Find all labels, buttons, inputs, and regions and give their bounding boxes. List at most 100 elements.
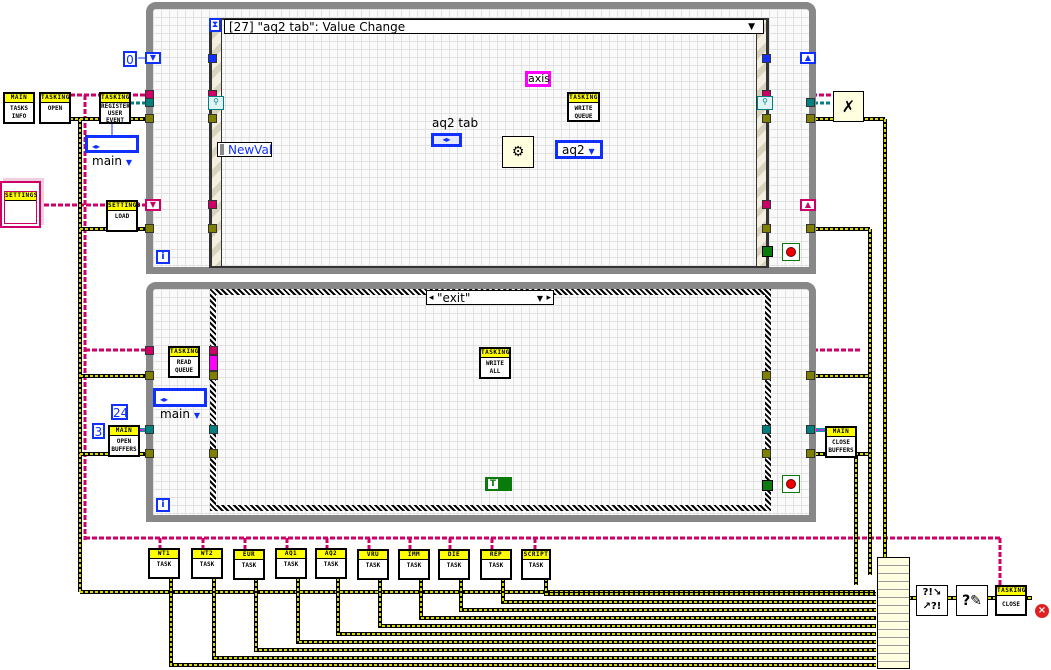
case-structure[interactable] [210,289,771,511]
variant-tunnel-icon [209,355,218,371]
subvi-body: WRITE ALL [485,360,505,375]
write-all-subvi[interactable]: TASKING WRITE ALL [479,347,511,379]
subvi-header: SCRIPT [523,551,549,560]
shift-register-left-icon: ▼ [145,52,161,64]
subvi-header: SETTINGS [108,202,141,211]
tunnel [762,54,771,63]
tunnel [145,224,154,233]
write-queue-subvi[interactable]: TASKING WRITE QUEUE [567,92,600,122]
aq2-tab-control[interactable]: ◂▸ [431,133,462,147]
tunnel [208,114,217,123]
node-handle [220,144,224,155]
axis-constant[interactable]: axis [525,71,551,87]
open-buffers-subvi[interactable]: MAIN OPEN BUFFERS [108,425,140,457]
tasking-open-subvi[interactable]: TASKING OPEN [39,92,71,124]
chevron-down-icon[interactable]: ▼ [748,22,755,32]
buffers-constant-24[interactable]: 24 [111,404,129,420]
buffers-constant-3[interactable]: 3 [92,423,105,439]
main-enum-value: main [92,154,122,168]
subvi-body: TASK [488,562,504,569]
true-boolean-constant[interactable]: T [485,477,512,491]
subvi-body: READ QUEUE [174,359,194,374]
event-selector[interactable]: [27] "aq2 tab": Value Change ▼ [224,19,764,34]
tasks-info-subvi[interactable]: MAIN TASKS INFO [3,92,35,124]
true-label: T [488,479,498,489]
main-enum-constant-bottom[interactable]: ◂▸ main ▼ [153,388,207,421]
dynamic-event-terminal-icon: ⚲ [757,96,773,110]
aq2-enum-constant[interactable]: aq2 ▼ [555,140,603,159]
tunnel [806,98,815,107]
read-queue-subvi[interactable]: TASKING READ QUEUE [168,346,200,378]
build-array-node[interactable] [877,557,910,669]
shift-register-right-icon: ▲ [800,52,816,64]
tunnel [208,224,217,233]
chevron-down-icon: ▼ [193,411,200,420]
subvi-body: CLOSE BUFFERS [828,439,854,454]
chevron-down-icon: ▼ [125,158,132,167]
subvi-body: OPEN BUFFERS [111,438,137,453]
subvi-body: TASK [156,561,172,568]
case-selector-label: "exit" [437,291,471,305]
merge-errors-icon[interactable]: ?!↘↗?! [916,585,948,616]
unregister-events-icon[interactable]: ✗ [833,91,864,122]
clear-errors-icon[interactable]: ?✎ [956,585,988,616]
subvi-body: TASK [199,561,215,568]
subvi-header: REP [482,551,510,560]
iteration-terminal-icon: i [156,498,170,512]
settings-class-constant[interactable]: SETTINGS [0,181,41,228]
tasking-close-subvi[interactable]: TASKING CLOSE [995,585,1027,616]
tunnel [208,200,217,209]
while-loop-top[interactable] [146,2,816,274]
increment-icon: ◂▸ [92,142,101,151]
event-structure[interactable] [209,18,769,268]
main-enum-constant-top[interactable]: ◂▸ main ▼ [85,135,139,168]
event-data-node[interactable]: NewVal [217,142,272,157]
error-out-indicator-icon[interactable]: × [1035,604,1049,618]
subvi-body: TASK [323,561,339,568]
subvi-body: TASK [406,562,422,569]
settings-load-subvi[interactable]: SETTINGS LOAD [106,200,141,232]
value-property-node-icon[interactable]: ⚙ [502,136,534,168]
dynamic-event-terminal-icon: ⚲ [208,96,224,110]
tunnel [762,449,771,458]
tunnel [145,98,154,107]
shift-register-init-constant[interactable]: 0 [123,51,137,67]
subvi-body: CLOSE [1001,601,1021,608]
aq2-tab-label: aq2 tab [432,116,479,130]
loop-condition-stop-icon[interactable] [782,243,800,261]
subvi-header: TASKING [481,349,510,358]
case-selector[interactable]: ◂ "exit" ▼ ▸ [426,290,554,305]
tunnel [145,371,154,380]
tunnel [806,425,815,434]
tunnel [209,371,218,380]
close-buffers-subvi[interactable]: MAIN CLOSE BUFFERS [825,426,857,458]
task-subvi-rep[interactable]: REP TASK [480,549,512,580]
shift-register-right-settings-icon: ▲ [800,199,816,211]
subvi-header: TASKING [41,94,70,103]
subvi-body: REGISTER USER EVENT [101,103,130,124]
subvi-header: SETTINGS [5,192,38,201]
decrement-icon[interactable]: ◂ [429,293,434,303]
tunnel [145,346,154,355]
newval-label: NewVal [228,143,273,157]
subvi-header: EUR [235,551,263,560]
subvi-header: MAIN [110,427,138,436]
aq2-enum-value: aq2 [562,143,585,157]
register-user-event-subvi[interactable]: TASKING REGISTER USER EVENT [99,92,131,124]
chevron-down-icon[interactable]: ▼ [536,294,543,303]
loop-condition-stop-icon[interactable] [782,475,800,493]
tunnel [145,114,154,123]
increment-icon[interactable]: ▸ [546,293,551,303]
subvi-header: VRU [359,551,387,560]
subvi-header: AQ1 [277,550,305,559]
subvi-header: MAIN [827,428,855,437]
